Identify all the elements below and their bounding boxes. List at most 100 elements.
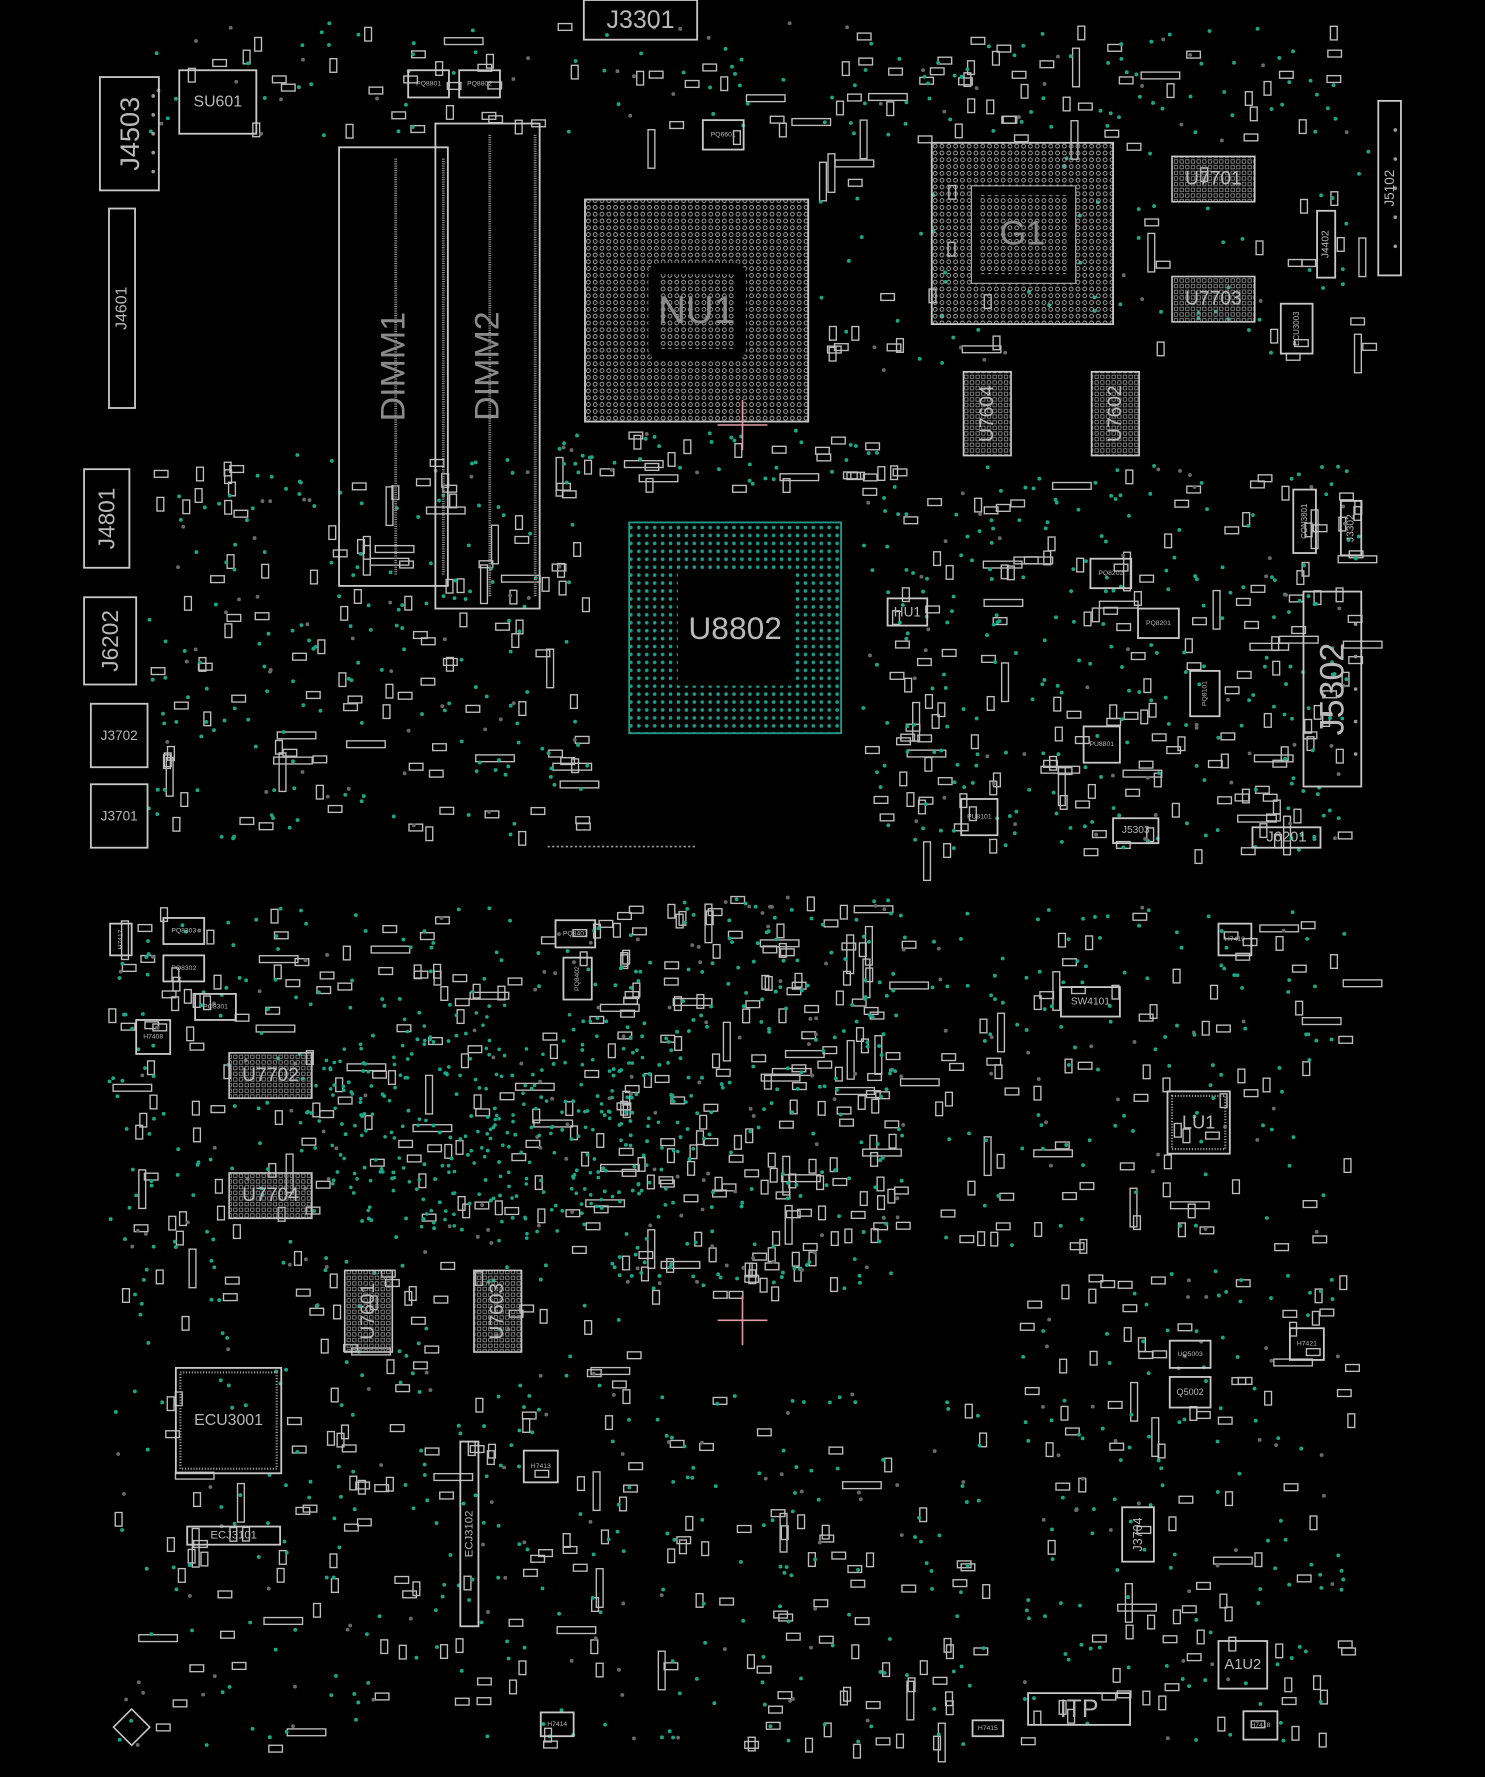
component-u7704[interactable]: U7704 [228,1172,313,1220]
via [1289,781,1294,786]
component-u7603[interactable]: U7603 [473,1269,523,1353]
component-ecu3003[interactable]: ECU3003 [1279,302,1314,355]
component-j5302[interactable]: J5302 [1302,590,1363,788]
component-j3702[interactable]: J3702 [89,702,149,769]
via [690,1475,695,1480]
via [617,1667,621,1672]
via [404,102,408,107]
component-ecj3102[interactable]: ECJ3102 [459,1440,480,1628]
via [1193,574,1198,579]
via [502,1053,507,1058]
component-pq6601[interactable]: PQ6601 [701,119,745,151]
component-h7413[interactable]: H7413 [522,1449,559,1484]
component-nu1[interactable]: NU1 [584,198,810,423]
component-pq8402[interactable]: PQ8402 [562,956,593,1001]
component-pq8101[interactable]: PQ8101 [1189,670,1221,718]
component-hu1[interactable]: HU1 [886,597,929,627]
via [402,771,407,776]
smd-pad [1224,1491,1234,1507]
component-h7414[interactable]: H7414 [539,1711,575,1738]
component-j4402[interactable]: J4402 [1316,209,1337,279]
component-u7703[interactable]: U7703 [1171,275,1256,323]
component-j6202[interactable]: J6202 [83,596,138,686]
component-pu8801[interactable]: PU8801 [1082,725,1121,764]
component-dimm2[interactable]: DIMM2 [434,122,541,610]
component-uq5003[interactable]: UQ5003 [1168,1339,1212,1369]
via [1243,1026,1248,1031]
component-pq8201[interactable]: PQ8201 [1137,607,1180,639]
component-pq8202[interactable]: PQ8202 [1089,557,1133,590]
component-j4503[interactable]: J4503 [99,76,160,192]
via [636,1182,641,1187]
component-j6201[interactable]: J6201 [1251,826,1322,849]
component-g1[interactable]: G1 [930,141,1114,326]
component-j3301[interactable]: J3301 [582,0,699,41]
via [944,1235,949,1240]
smd-pad [265,1006,281,1015]
via [473,685,478,689]
component-pq8802[interactable]: PQ8802 [458,69,501,99]
component-pq8301[interactable]: PQ8301 [194,992,237,1021]
component-lu1[interactable]: LU1 [1166,1090,1231,1155]
component-sw4101[interactable]: SW4101 [1060,986,1121,1018]
component-q5002[interactable]: Q5002 [1168,1376,1212,1409]
via [924,1561,929,1566]
component-j4801[interactable]: J4801 [83,468,131,569]
component-ecj3101[interactable]: ECJ3101 [186,1525,282,1546]
via [1030,697,1035,702]
via [1356,534,1361,539]
component-j4601[interactable]: J4601 [108,207,136,409]
component-j5102[interactable]: J5102 [1377,99,1402,277]
component-h7421[interactable]: H7421 [1288,1327,1325,1361]
smd-pad [595,1568,604,1608]
component-a1u2[interactable]: A1U2 [1217,1640,1269,1690]
via [1022,1680,1027,1685]
component-j5303[interactable]: J5303 [1112,817,1160,845]
component-j3302[interactable]: J3302 [1339,500,1363,557]
component-h7418[interactable]: H7418 [1242,1710,1279,1741]
via [872,345,877,350]
smd-pad [424,1447,440,1456]
component-itp[interactable]: ITP [1027,1692,1131,1726]
smd-pad [385,486,394,527]
component-pq8303[interactable]: PQ8303 [162,917,206,945]
via [1192,1114,1197,1119]
via [463,597,468,601]
component-h7408[interactable]: H7408 [135,1019,172,1055]
smd-pad [851,998,867,1007]
component-u7702[interactable]: U7702 [228,1052,313,1099]
smd-pad [1162,1077,1171,1093]
via [1121,273,1126,278]
smd-pad [525,1139,541,1148]
component-h7419[interactable]: H7419 [1217,922,1253,957]
component-h7415[interactable]: H7415 [971,1719,1005,1738]
via [543,1263,548,1268]
component-u7602[interactable]: U7602 [1090,370,1140,457]
component-j3701[interactable]: J3701 [89,783,149,849]
component-dimm1[interactable]: DIMM1 [338,146,449,587]
smd-pad [556,1626,597,1635]
component-su601[interactable]: SU601 [178,69,258,135]
component-pu8101[interactable]: PU8101 [960,798,999,837]
component-u8802[interactable]: U8802 [628,521,843,735]
via [1257,317,1262,322]
component-u7601[interactable]: U7601 [343,1269,394,1353]
smd-pad [1243,1089,1259,1098]
smd-pad [968,806,977,822]
component-con3801[interactable]: CON3801 [1292,488,1317,554]
smd-pad [515,619,524,635]
component-pq8401[interactable]: PQ8401 [554,919,597,949]
smd-pad [1283,1483,1299,1492]
component-j3704[interactable]: J3704 [1121,1506,1155,1563]
via [913,837,918,842]
via [494,1113,499,1118]
component-ecu3001[interactable]: ECU3001 [174,1366,283,1475]
via [486,1610,490,1614]
component-pq8801[interactable]: PQ8801 [407,69,450,99]
component-h7417[interactable]: H7417 [109,922,133,957]
smd-pad [764,1262,780,1271]
component-pq8302[interactable]: PQ8302 [162,954,206,983]
component-u7604[interactable]: U7604 [962,370,1012,457]
component-u7701[interactable]: U7701 [1171,155,1256,203]
